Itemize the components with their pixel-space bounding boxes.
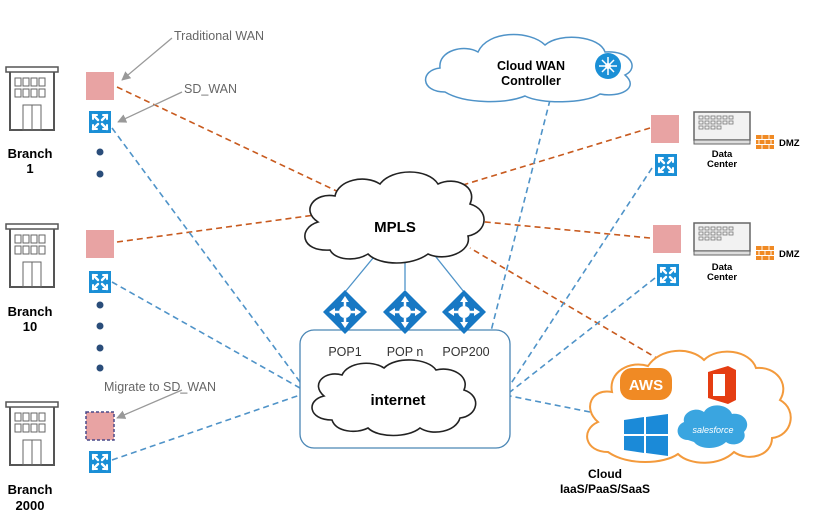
branch-label: Branch — [8, 304, 53, 319]
branch-number: 1 — [26, 161, 33, 176]
sdwan-appliance-icon — [87, 109, 113, 135]
link-branch1-internet — [111, 127, 301, 383]
sdwan-appliance-icon — [87, 449, 113, 475]
mpls-label: MPLS — [374, 219, 416, 236]
building-icon — [5, 223, 59, 288]
traditional-wan-router-icon — [651, 115, 679, 143]
branch-label: Branch — [8, 146, 53, 161]
pops: POP1 POP n POP200 — [321, 288, 490, 359]
connection-lines — [111, 86, 661, 461]
dc-label-line2: Center — [707, 272, 737, 283]
callout-migrate: Migrate to SD_WAN — [104, 380, 216, 394]
controller-label-line2: Controller — [501, 74, 561, 88]
salesforce-label: salesforce — [692, 425, 733, 435]
building-icon — [5, 401, 59, 466]
pop-label: POP1 — [328, 345, 361, 359]
branch-label: Branch — [8, 482, 53, 497]
internet-label: internet — [370, 392, 425, 409]
firewall-icon — [755, 134, 775, 150]
link-dc2-internet — [509, 277, 656, 393]
callout-traditional-wan: Traditional WAN — [174, 29, 264, 43]
data-center-1: Data Center DMZ — [651, 111, 800, 178]
callout-sd-wan: SD_WAN — [184, 82, 237, 96]
aws-icon: AWS — [620, 368, 672, 400]
controller-label-line1: Cloud WAN — [497, 59, 565, 73]
link-controller-internet — [489, 99, 551, 336]
link-dc2-mpls — [464, 219, 651, 239]
windows-icon — [624, 414, 668, 456]
sdwan-appliance-icon — [653, 152, 679, 178]
branch-number: 2000 — [16, 498, 45, 513]
cloud-label-line2: IaaS/PaaS/SaaS — [560, 482, 650, 496]
pop-router-icon — [381, 288, 429, 336]
pop-label: POP n — [387, 345, 424, 359]
pop-label: POP200 — [442, 345, 489, 359]
branch-1: Branch 1 — [5, 66, 59, 176]
dmz-label: DMZ — [779, 249, 800, 260]
traditional-wan-router-icon — [653, 225, 681, 253]
office-icon — [708, 366, 736, 404]
link-cloud-internet — [509, 395, 591, 413]
pop-router-icon — [440, 288, 488, 336]
link-cloud-mpls — [469, 247, 661, 361]
cloud-label-line1: Cloud — [588, 467, 622, 481]
migrating-router-icon — [85, 411, 115, 441]
dc-label-line1: Data — [712, 149, 733, 160]
sdwan-appliance-icon — [87, 269, 113, 295]
dmz-label: DMZ — [779, 138, 800, 149]
link-branch10-mpls — [116, 214, 316, 243]
aws-label: AWS — [629, 377, 663, 394]
branch-2000: Branch 2000 — [5, 401, 59, 513]
branch-number: 10 — [23, 319, 37, 334]
link-dc1-internet — [509, 167, 653, 386]
server-icon — [693, 111, 751, 145]
link-branch2000-internet — [111, 394, 301, 461]
saas-cloud: AWS salesforce — [586, 349, 792, 464]
server-icon — [693, 222, 751, 256]
dc-label-line2: Center — [707, 159, 737, 170]
building-icon — [5, 66, 59, 131]
link-dc1-mpls — [429, 127, 651, 196]
link-branch1-mpls — [116, 86, 346, 196]
link-branch10-internet — [111, 281, 301, 389]
sdwan-appliance-icon — [655, 262, 681, 288]
traditional-wan-router-icon — [86, 72, 114, 100]
traditional-wan-router-icon — [86, 230, 114, 258]
callout-arrows — [116, 37, 183, 419]
branch-10: Branch 10 — [5, 223, 59, 334]
dc-label-line1: Data — [712, 262, 733, 273]
mpls-cloud-icon: MPLS — [304, 171, 485, 264]
controller-icon — [595, 53, 621, 79]
salesforce-icon: salesforce — [677, 405, 748, 448]
pop-router-icon — [321, 288, 369, 336]
data-center-2: Data Center DMZ — [653, 222, 800, 288]
firewall-icon — [755, 245, 775, 261]
cloud-wan-controller: Cloud WAN Controller — [424, 33, 633, 103]
internet-cloud-icon: internet — [311, 359, 477, 437]
